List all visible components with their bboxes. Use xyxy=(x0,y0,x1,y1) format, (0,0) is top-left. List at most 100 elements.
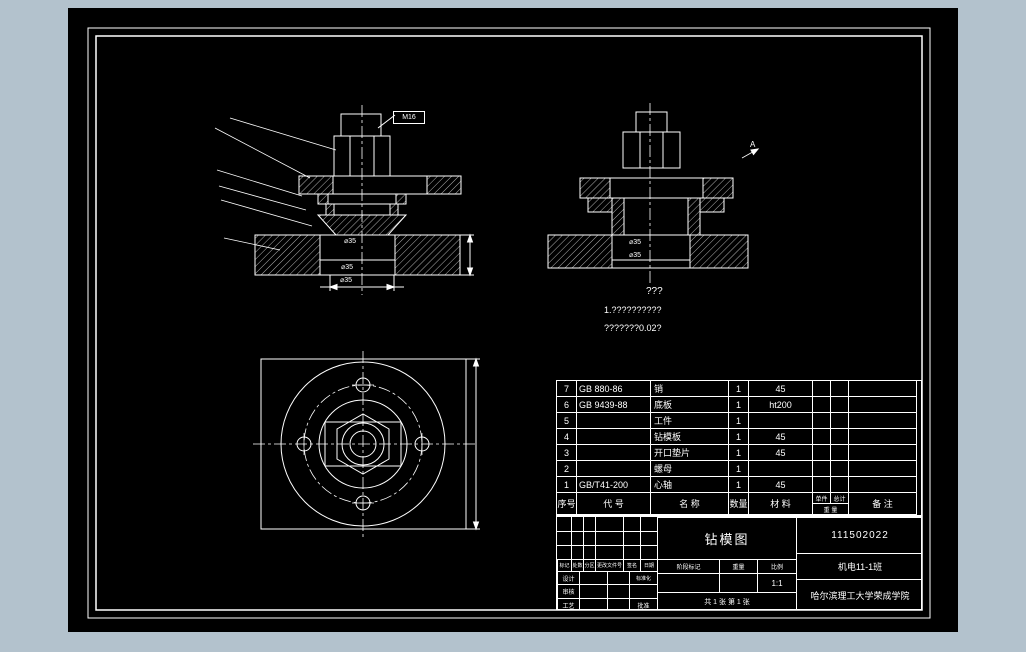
revision-grid-line xyxy=(571,517,572,559)
drawing-number: 111502022 xyxy=(796,517,921,553)
scale-value: 1:1 xyxy=(757,573,796,592)
dimension-label: ⌀35 xyxy=(629,252,642,259)
part-qty: 1 xyxy=(729,461,749,477)
part-code xyxy=(577,445,651,461)
part-qty: 1 xyxy=(729,477,749,493)
part-total-weight xyxy=(831,429,849,445)
part-qty: 1 xyxy=(729,413,749,429)
drawing-sheet: M16 ⌀35 ⌀35 ⌀35 ⌀35 ⌀35 A ??? 1.????????… xyxy=(68,8,958,632)
part-unit-weight xyxy=(813,381,831,397)
titleblock-label-approve: 批准 xyxy=(629,598,657,609)
dimension-label: ⌀35 xyxy=(340,277,353,284)
titleblock-label-scale: 比例 xyxy=(757,559,796,573)
titleblock-label-weight: 重量 xyxy=(719,559,757,573)
revision-grid-line xyxy=(623,517,624,559)
part-material: 45 xyxy=(749,477,813,493)
parts-header-weight-label: 重 量 xyxy=(823,507,838,514)
titleblock-label-process: 工艺 xyxy=(557,598,579,609)
dimension-label: ⌀35 xyxy=(341,264,354,271)
sheet-frame xyxy=(87,27,931,619)
part-total-weight xyxy=(831,477,849,493)
parts-header-unit: 单件 xyxy=(813,493,831,503)
parts-header-material: 材 料 xyxy=(749,493,813,515)
class-name: 机电11-1班 xyxy=(796,553,921,579)
part-code xyxy=(577,461,651,477)
revision-grid-line xyxy=(583,517,584,559)
parts-header-name: 名 称 xyxy=(651,493,729,515)
titleblock-cell-empty xyxy=(607,584,629,598)
dimension-label: ⌀35 xyxy=(629,239,642,246)
revision-grid-line xyxy=(557,545,657,546)
titleblock-label-stage-mark: 阶段标记 xyxy=(657,559,719,573)
part-remark xyxy=(849,477,917,493)
titleblock-label-standardize: 标准化 xyxy=(629,571,657,584)
revision-grid-line xyxy=(640,517,641,559)
organization-name: 哈尔滨理工大学荣成学院 xyxy=(796,579,921,609)
titleblock-label-mark: 标记 xyxy=(557,559,571,571)
part-material xyxy=(749,413,813,429)
part-no: 3 xyxy=(557,445,577,461)
part-no: 1 xyxy=(557,477,577,493)
titleblock-label-date: 日期 xyxy=(640,559,657,571)
part-material: 45 xyxy=(749,445,813,461)
titleblock-cell-empty xyxy=(629,584,657,598)
part-total-weight xyxy=(831,445,849,461)
weight-value xyxy=(719,573,757,592)
part-unit-weight xyxy=(813,461,831,477)
part-material xyxy=(749,461,813,477)
part-code xyxy=(577,413,651,429)
titleblock-label-check: 审核 xyxy=(557,584,579,598)
view-direction-label: A xyxy=(750,140,756,149)
part-code: GB/T41-200 xyxy=(577,477,651,493)
notes-line: 1.?????????? xyxy=(604,305,662,315)
part-no: 5 xyxy=(557,413,577,429)
dimension-label: ⌀35 xyxy=(344,238,357,245)
part-name: 工件 xyxy=(651,413,729,429)
part-no: 2 xyxy=(557,461,577,477)
titleblock-label-design: 设计 xyxy=(557,571,579,584)
part-remark xyxy=(849,461,917,477)
part-no: 6 xyxy=(557,397,577,413)
parts-header-total: 总计 xyxy=(833,496,846,503)
title-block: 标记 处数 分区 更改文件号 签名 日期 设计 标准化 审核 工艺 批准 钻模图… xyxy=(556,516,922,610)
part-unit-weight xyxy=(813,445,831,461)
part-name: 底板 xyxy=(651,397,729,413)
part-code xyxy=(577,429,651,445)
part-name: 开口垫片 xyxy=(651,445,729,461)
part-code: GB 9439-88 xyxy=(577,397,651,413)
part-unit-weight xyxy=(813,413,831,429)
part-total-weight xyxy=(831,397,849,413)
part-total-weight xyxy=(831,381,849,397)
part-material: 45 xyxy=(749,429,813,445)
part-qty: 1 xyxy=(729,429,749,445)
part-name: 螺母 xyxy=(651,461,729,477)
revision-grid-line xyxy=(557,531,657,532)
side-section-view xyxy=(547,103,760,285)
stage-mark-value xyxy=(657,573,719,592)
drawing-lineart xyxy=(87,27,931,619)
part-name: 心轴 xyxy=(651,477,729,493)
part-remark xyxy=(849,413,917,429)
titleblock-label-count: 处数 xyxy=(571,559,583,571)
part-unit-weight xyxy=(813,397,831,413)
part-remark xyxy=(849,397,917,413)
part-code: GB 880-86 xyxy=(577,381,651,397)
titleblock-cell-empty xyxy=(579,571,607,584)
parts-header-weight: 单件 总计 重 量 xyxy=(813,493,849,515)
notes-title: ??? xyxy=(646,286,663,297)
part-remark xyxy=(849,381,917,397)
parts-table: 7 GB 880-86 销 1 45 6 GB 9439-88 底板 1 ht2… xyxy=(556,380,922,516)
titleblock-label-change-file: 更改文件号 xyxy=(595,559,623,571)
part-qty: 1 xyxy=(729,445,749,461)
titleblock-cell-empty xyxy=(607,598,629,609)
part-total-weight xyxy=(831,461,849,477)
titleblock-cell-empty xyxy=(579,598,607,609)
part-unit-weight xyxy=(813,429,831,445)
plan-view xyxy=(253,351,480,537)
part-total-weight xyxy=(831,413,849,429)
part-material: 45 xyxy=(749,381,813,397)
parts-header-no: 序号 xyxy=(557,493,577,515)
parts-header-code: 代 号 xyxy=(577,493,651,515)
drawing-title: 钻模图 xyxy=(657,517,796,559)
